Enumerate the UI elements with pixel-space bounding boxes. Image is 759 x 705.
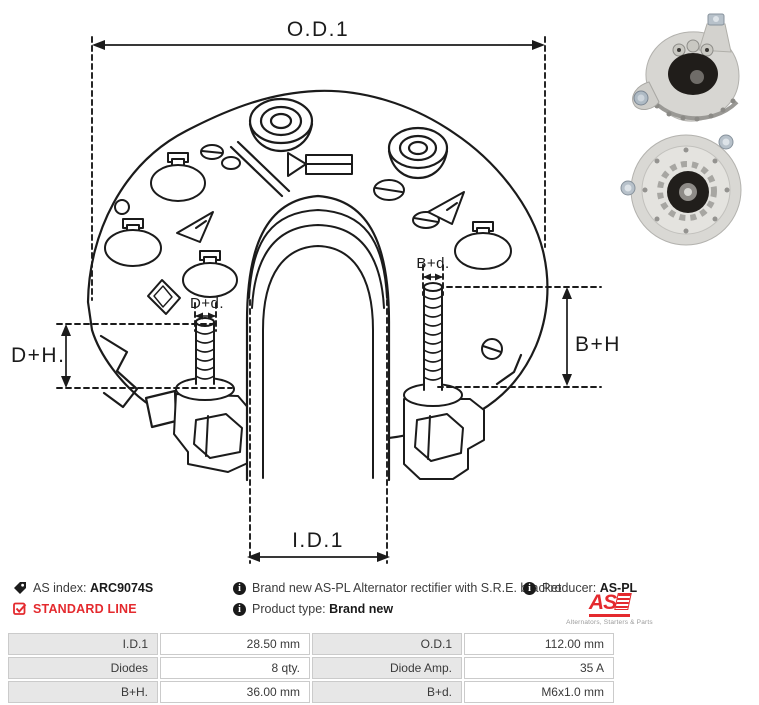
spec-label: O.D.1 xyxy=(312,633,462,655)
diodes xyxy=(104,152,512,298)
table-row: B+H. 36.00 mm B+d. M6x1.0 mm xyxy=(8,681,614,703)
spec-label: Diodes xyxy=(8,657,158,679)
bearing-boss-right xyxy=(387,126,449,180)
sre-bracket-arch xyxy=(245,194,391,482)
product-type-label: Product type: xyxy=(252,602,326,616)
checkbox-check-icon xyxy=(13,602,27,615)
mounting-feet xyxy=(173,393,485,480)
dim-dd-label: D+d. xyxy=(190,295,224,312)
table-row: I.D.1 28.50 mm O.D.1 112.00 mm xyxy=(8,633,614,655)
as-index: AS index: ARC9074S xyxy=(13,581,153,595)
as-index-label: AS index: xyxy=(33,581,87,595)
description-text: Brand new AS-PL Alternator rectifier wit… xyxy=(252,581,562,595)
info-icon: i xyxy=(523,581,536,595)
spec-value: 8 qty. xyxy=(160,657,310,679)
spec-label: I.D.1 xyxy=(8,633,158,655)
standard-line: STANDARD LINE xyxy=(13,602,137,616)
spec-label: Diode Amp. xyxy=(312,657,462,679)
standard-line-label: STANDARD LINE xyxy=(33,602,137,616)
info-row-2: STANDARD LINE i Product type: Brand new xyxy=(0,602,759,618)
as-pl-logo: AS Alternators, Starters & Parts xyxy=(562,591,657,627)
product-photo-front[interactable] xyxy=(620,130,750,252)
product-photo-angled[interactable] xyxy=(627,6,755,132)
spec-table: I.D.1 28.50 mm O.D.1 112.00 mm Diodes 8 … xyxy=(8,633,614,705)
spec-label: B+H. xyxy=(8,681,158,703)
bearing-boss-left xyxy=(248,97,314,153)
spec-value: 112.00 mm xyxy=(464,633,614,655)
producer: i Producer: AS-PL xyxy=(523,581,637,595)
producer-label: Producer: xyxy=(542,581,597,595)
stud-right xyxy=(403,282,463,407)
spec-value: M6x1.0 mm xyxy=(464,681,614,703)
dim-bd-label: B+d. xyxy=(416,255,449,272)
logo-subtext: Alternators, Starters & Parts xyxy=(566,619,653,626)
product-type-value: Brand new xyxy=(329,602,394,616)
dim-id1-label: I.D.1 xyxy=(292,529,344,552)
info-row-1: AS index: ARC9074S i Brand new AS-PL Alt… xyxy=(0,581,759,597)
logo-text: AS xyxy=(588,591,617,614)
table-row: Diodes 8 qty. Diode Amp. 35 A xyxy=(8,657,614,679)
spec-label: B+d. xyxy=(312,681,462,703)
as-index-value: ARC9074S xyxy=(90,581,154,595)
tag-icon xyxy=(14,582,26,594)
dim-dh-label: D+H. xyxy=(11,344,65,367)
dimension-lines xyxy=(56,36,602,564)
spec-value: 28.50 mm xyxy=(160,633,310,655)
logo-flag-icon xyxy=(614,593,632,610)
spec-value: 35 A xyxy=(464,657,614,679)
product-type: i Product type: Brand new xyxy=(233,602,393,616)
product-description: i Brand new AS-PL Alternator rectifier w… xyxy=(233,581,561,595)
technical-drawing: O.D.1 I.D.1 D+H. B+H. D+d. B+d. xyxy=(11,18,620,564)
spec-value: 36.00 mm xyxy=(160,681,310,703)
plate-details xyxy=(114,144,503,360)
info-icon: i xyxy=(233,602,246,616)
dim-bh-label: B+H. xyxy=(575,333,620,356)
producer-value: AS-PL xyxy=(599,581,638,595)
info-icon: i xyxy=(233,581,246,595)
dim-od1-label: O.D.1 xyxy=(287,18,349,41)
